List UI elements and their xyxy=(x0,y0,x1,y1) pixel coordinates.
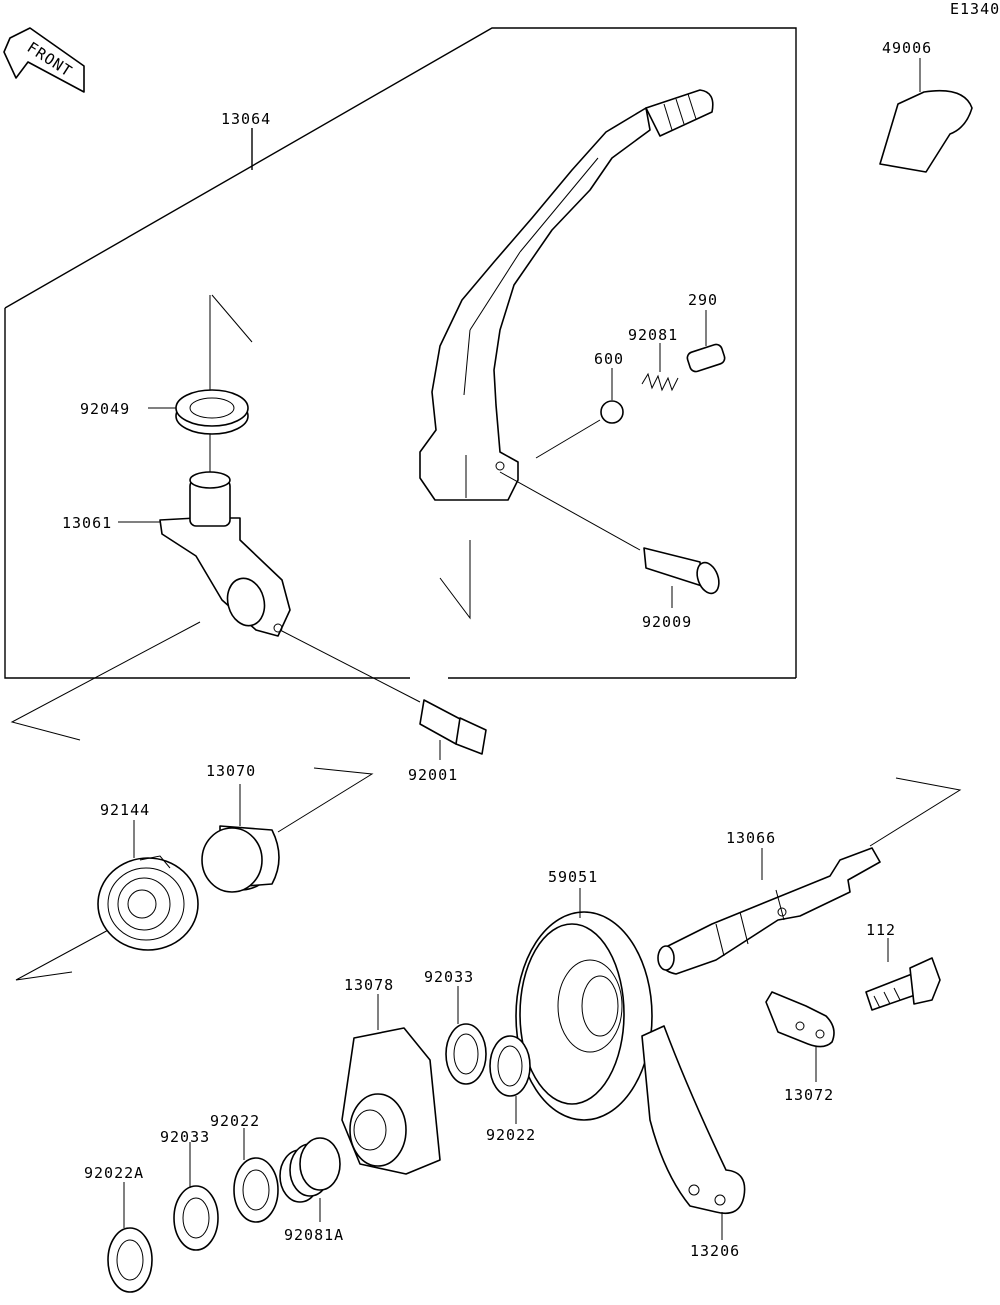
part-92009-screw xyxy=(499,471,720,608)
label-13070: 13070 xyxy=(206,762,256,780)
part-92001-bolt xyxy=(279,629,487,760)
part-92022-washer-right xyxy=(489,1035,531,1124)
part-13066-shaft xyxy=(657,847,881,975)
part-600-ball xyxy=(535,368,624,459)
diagram-code: E1340 xyxy=(950,0,1000,18)
part-92081-spring xyxy=(641,343,679,392)
label-290: 290 xyxy=(688,291,718,309)
part-92033-washer-lower xyxy=(173,1142,219,1251)
label-13072: 13072 xyxy=(784,1086,834,1104)
assembly-box-13064 xyxy=(4,27,797,679)
part-13206-plate xyxy=(641,1025,746,1240)
front-arrow-icon: FRONT xyxy=(3,27,85,93)
label-92049: 92049 xyxy=(80,400,130,418)
label-49006: 49006 xyxy=(882,39,932,57)
label-92009: 92009 xyxy=(642,613,692,631)
label-13206: 13206 xyxy=(690,1242,740,1260)
part-92033-washer-upper xyxy=(445,986,487,1085)
part-92022-washer-left xyxy=(233,1128,279,1223)
part-13072-plate xyxy=(765,991,835,1082)
label-13061: 13061 xyxy=(62,514,112,532)
kick-pedal-lever xyxy=(419,89,714,501)
label-59051: 59051 xyxy=(548,868,598,886)
part-92049-seal xyxy=(148,389,249,435)
part-92022A-washer xyxy=(107,1182,153,1293)
label-92033-lower: 92033 xyxy=(160,1128,210,1146)
label-92081: 92081 xyxy=(628,326,678,344)
label-92001: 92001 xyxy=(408,766,458,784)
part-92081A-spring xyxy=(279,1137,341,1222)
label-13078: 13078 xyxy=(344,976,394,994)
part-13070-collar xyxy=(201,784,280,893)
part-92144-spring xyxy=(97,820,199,951)
label-92022A: 92022A xyxy=(84,1164,144,1182)
label-13066: 13066 xyxy=(726,829,776,847)
label-92022-left: 92022 xyxy=(210,1112,260,1130)
label-92144: 92144 xyxy=(100,801,150,819)
part-112-bolt xyxy=(865,938,941,1011)
part-13061-kick-arm xyxy=(118,471,291,637)
label-92022-right: 92022 xyxy=(486,1126,536,1144)
part-49006-rubber xyxy=(879,58,973,173)
part-13078-ratchet xyxy=(341,994,441,1175)
label-600: 600 xyxy=(594,350,624,368)
label-92033-upper: 92033 xyxy=(424,968,474,986)
part-59051-gear xyxy=(515,888,653,1121)
guide-lines-lower xyxy=(10,621,962,981)
label-92081A: 92081A xyxy=(284,1226,344,1244)
part-290-pin xyxy=(686,310,726,373)
label-13064: 13064 xyxy=(221,110,271,128)
label-112: 112 xyxy=(866,921,896,939)
